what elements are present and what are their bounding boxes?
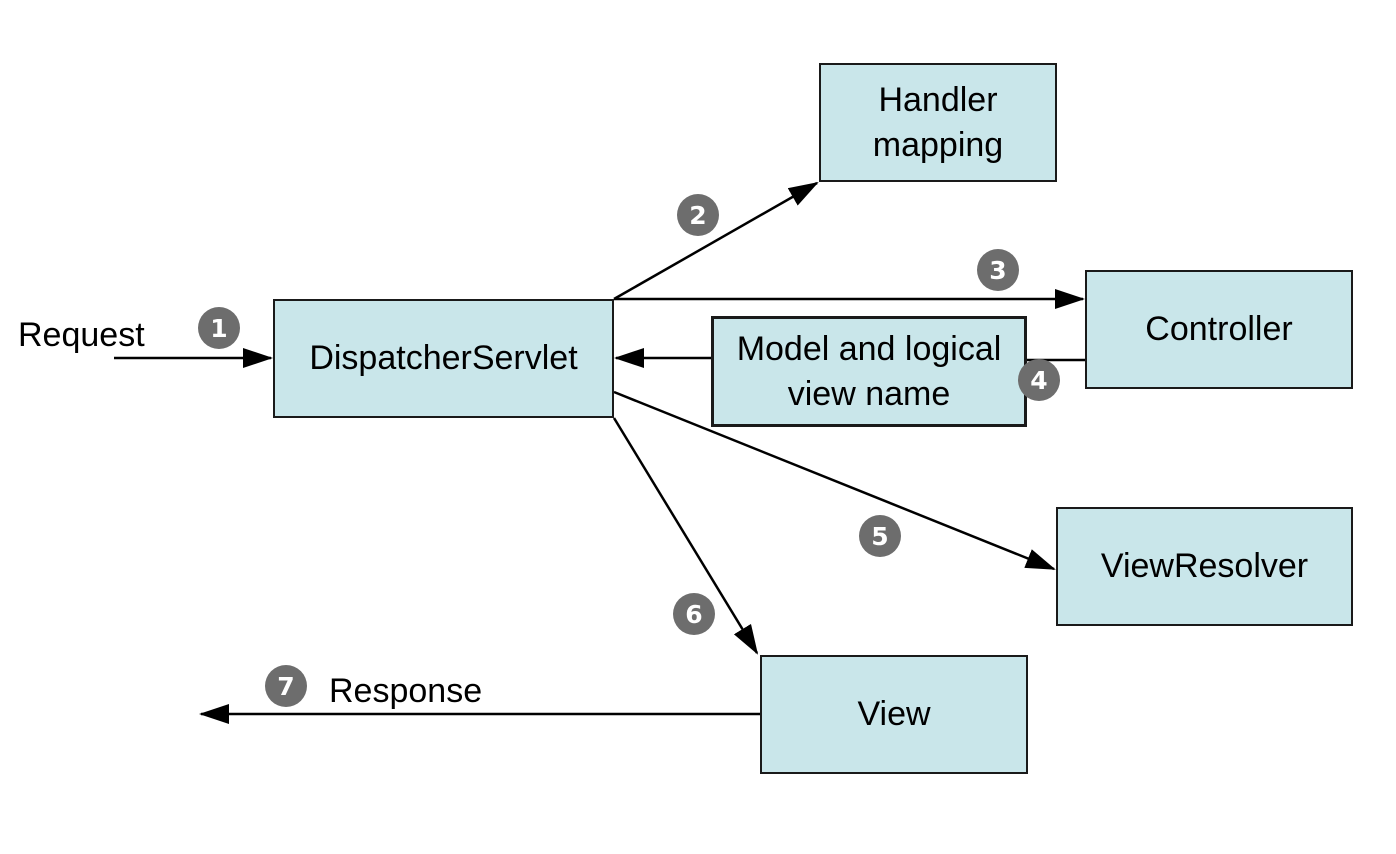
view-resolver-label: ViewResolver	[1100, 547, 1309, 586]
model-label-line-2: view name	[787, 374, 951, 413]
model-label-line-1: Model and logical	[736, 330, 1002, 369]
arrow-to-view	[612, 417, 759, 655]
view-label: View	[857, 695, 931, 734]
arrow-to-handler-mapping	[613, 181, 819, 301]
step-badge-7: 7	[265, 665, 307, 707]
step-badge-1: 1	[198, 307, 240, 349]
response-label: Response	[329, 672, 483, 710]
view-box: View	[760, 655, 1028, 774]
arrow-to-view-resolver	[613, 390, 1056, 571]
handler-mapping-label-line-1: Handler	[878, 81, 998, 120]
controller-label: Controller	[1145, 310, 1293, 349]
step-badge-3: 3	[977, 249, 1019, 291]
dispatcher-servlet-label: DispatcherServlet	[309, 339, 578, 378]
handler-mapping-box: Handler mapping	[819, 63, 1057, 182]
controller-box: Controller	[1085, 270, 1353, 389]
model-and-view-name-box: Model and logical view name	[711, 316, 1027, 427]
step-badge-2: 2	[677, 194, 719, 236]
dispatcher-servlet-box: DispatcherServlet	[273, 299, 614, 418]
step-badge-4: 4	[1018, 359, 1060, 401]
step-badge-5: 5	[859, 515, 901, 557]
handler-mapping-label-line-2: mapping	[872, 125, 1004, 164]
step-badge-6: 6	[673, 593, 715, 635]
view-resolver-box: ViewResolver	[1056, 507, 1353, 626]
request-label: Request	[18, 316, 145, 354]
